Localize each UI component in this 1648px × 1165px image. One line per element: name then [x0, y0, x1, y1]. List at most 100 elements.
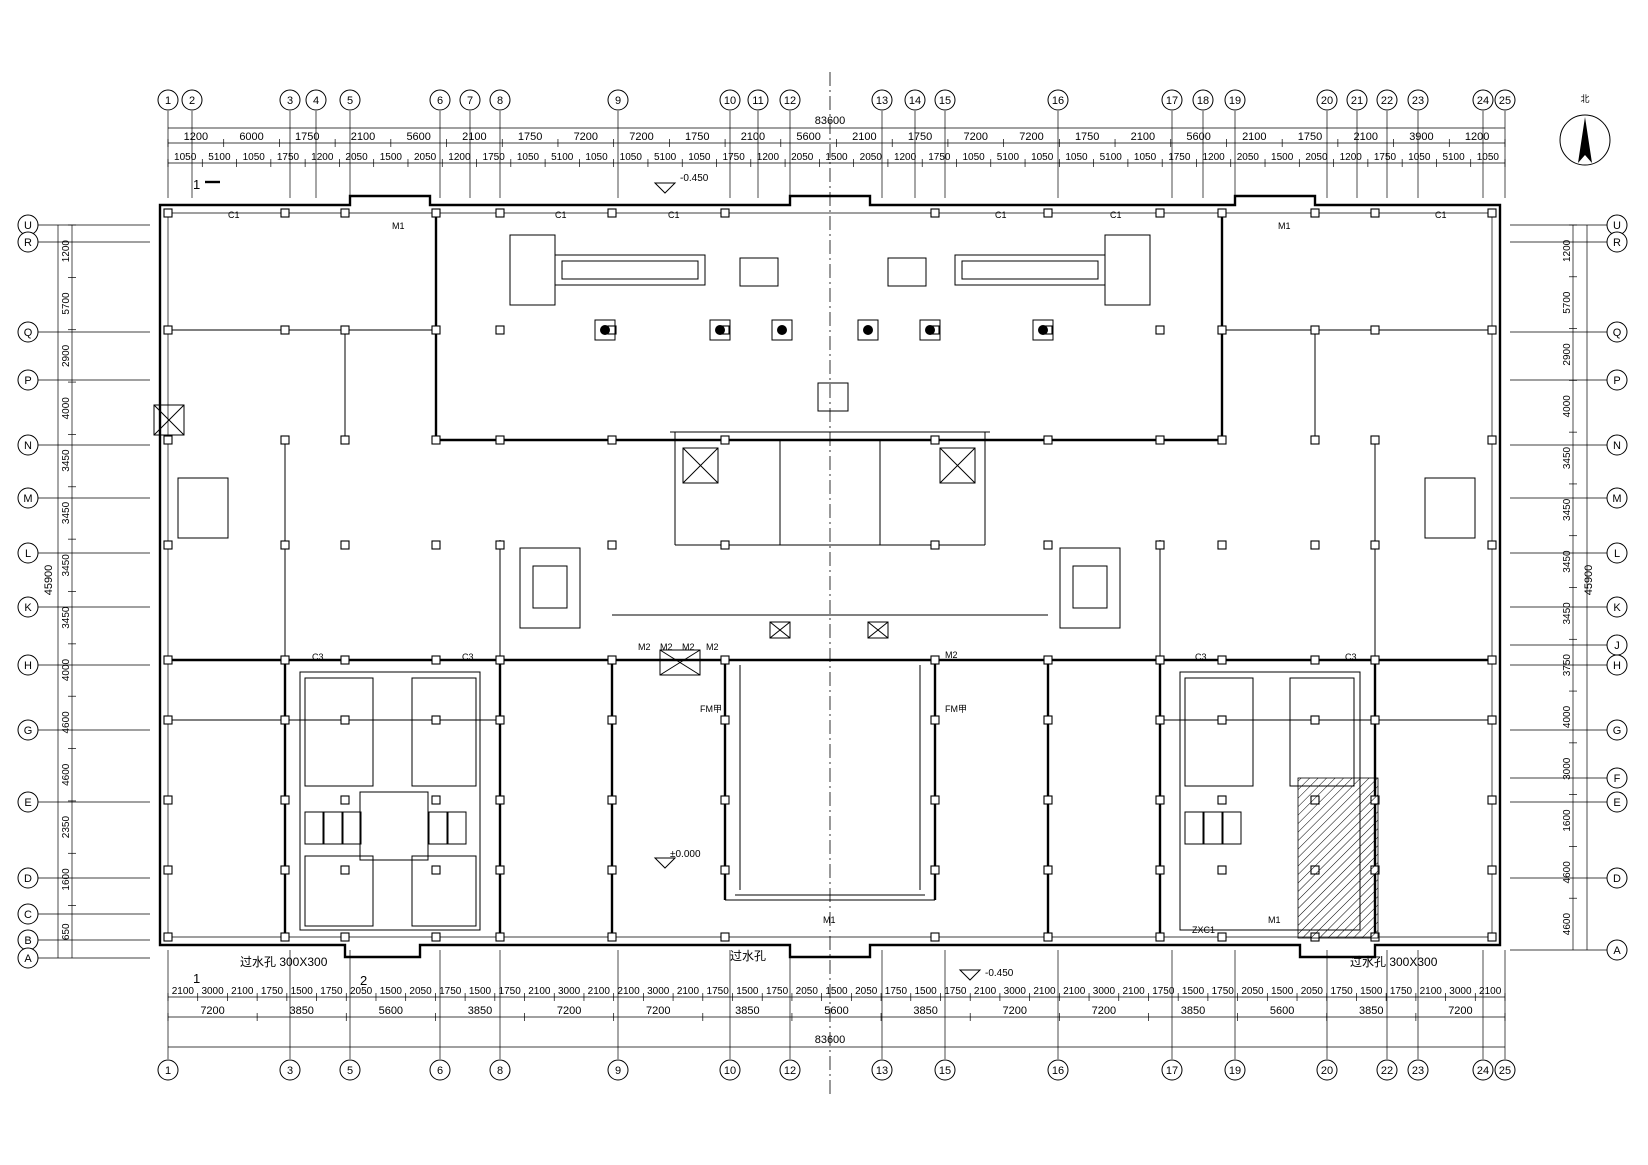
column-10-3	[1217, 540, 1227, 550]
dim-right-label-7: 3450	[1562, 602, 1573, 625]
dim-bottom-1-label-29: 2100	[1033, 986, 1056, 997]
lobby-pillar-core-3	[863, 325, 873, 335]
axis-bottom-20: 20	[1316, 1059, 1338, 1081]
axis-top-23-circle	[1407, 89, 1429, 111]
column-8-0	[1043, 208, 1053, 218]
column-4-5	[495, 715, 505, 725]
column-3-1	[431, 325, 441, 335]
door-m2-a: M2	[638, 642, 651, 652]
axis-top-8-circle	[489, 89, 511, 111]
dim-bottom-1-label-36: 2050	[1241, 986, 1264, 997]
axis-left-A: A	[17, 947, 39, 969]
axis-top-12-circle	[779, 89, 801, 111]
dim-bottom-1-label-39: 1750	[1330, 986, 1353, 997]
axis-bottom-3-circle	[279, 1059, 301, 1081]
axis-left-P: P	[17, 369, 39, 391]
axis-bottom-25-circle	[1494, 1059, 1516, 1081]
dim-bottom-1-label-12: 2100	[528, 986, 551, 997]
column-0-4	[163, 655, 173, 665]
lobby-pillar-core-5	[1038, 325, 1048, 335]
door-m2-c: M2	[682, 642, 695, 652]
axis-top-12-label: 12	[784, 95, 796, 107]
axis-bottom-12-circle	[779, 1059, 801, 1081]
axis-top-10-circle	[719, 89, 741, 111]
column-10-6	[1217, 795, 1227, 805]
axis-top-4-label: 4	[313, 95, 319, 107]
column-0-6	[163, 795, 173, 805]
column-3-2	[431, 435, 441, 445]
column-6-0	[720, 208, 730, 218]
window-c3-b: C3	[462, 652, 474, 662]
axis-top-15-circle	[934, 89, 956, 111]
dim-bottom-1-label-37: 1500	[1271, 986, 1294, 997]
window-c3-d: C3	[1345, 652, 1357, 662]
axis-right-J: J	[1606, 634, 1628, 656]
axis-bottom-20-circle	[1316, 1059, 1338, 1081]
column-13-1	[1487, 325, 1497, 335]
dim-right-label-2: 2900	[1562, 343, 1573, 366]
column-8-2	[1043, 435, 1053, 445]
dim-right-label-10: 3000	[1562, 757, 1573, 780]
dim-top-1-label-7: 7200	[574, 131, 598, 143]
column-1-3	[280, 540, 290, 550]
lobby-pillar-1	[709, 319, 731, 341]
dim-right-label-5: 3450	[1562, 498, 1573, 521]
column-6-5	[720, 715, 730, 725]
dim-top-1-label-8: 7200	[629, 131, 653, 143]
lobby-pillar-5	[1032, 319, 1054, 341]
axis-top-7: 7	[459, 89, 481, 111]
dim-bottom-2-label-4: 7200	[557, 1005, 581, 1017]
column-13-6	[1487, 795, 1497, 805]
dim-bottom-2-label-9: 7200	[1003, 1005, 1027, 1017]
dim-bottom-2-label-3: 3850	[468, 1005, 492, 1017]
axis-top-1: 1	[157, 89, 179, 111]
axis-bottom-22-label: 22	[1381, 1065, 1393, 1077]
axis-top-20: 20	[1316, 89, 1338, 111]
axis-top-3-circle	[279, 89, 301, 111]
axis-left-D-label: D	[24, 873, 32, 885]
dim-bottom-1-label-27: 2100	[974, 986, 997, 997]
axis-left-R-label: R	[24, 237, 32, 249]
dim-left-label-6: 3450	[61, 554, 72, 577]
column-13-8	[1487, 932, 1497, 942]
elevation-top: -0.450	[680, 173, 709, 184]
dim-top-1-label-3: 2100	[351, 131, 375, 143]
dim-bottom-1-label-22: 1500	[825, 986, 848, 997]
axis-bottom-5-label: 5	[347, 1065, 353, 1077]
axis-top-6-label: 6	[437, 95, 443, 107]
dim-bottom-1-label-24: 1750	[885, 986, 908, 997]
axis-bottom-12: 12	[779, 1059, 801, 1081]
dim-bottom-1-label-20: 1750	[766, 986, 789, 997]
column-7-8	[930, 932, 940, 942]
column-11-1	[1310, 325, 1320, 335]
dim-left-label-4: 3450	[61, 449, 72, 472]
column-13-4	[1487, 655, 1497, 665]
door-m1-right: M1	[1278, 221, 1291, 231]
axis-left-C: C	[17, 903, 39, 925]
axis-top-15: 15	[934, 89, 956, 111]
column-6-7	[720, 865, 730, 875]
dim-top-2-label-3: 1750	[277, 152, 300, 163]
dim-left-label-13: 650	[61, 923, 72, 940]
column-13-5	[1487, 715, 1497, 725]
axis-top-10-label: 10	[724, 95, 736, 107]
column-3-6	[431, 795, 441, 805]
lobby-top-features	[509, 234, 1151, 629]
axis-right-L: L	[1606, 542, 1628, 564]
axis-bottom-9-circle	[607, 1059, 629, 1081]
lobby-pillar-core-2	[777, 325, 787, 335]
lobby-pillar-core-4	[925, 325, 935, 335]
column-0-8	[163, 932, 173, 942]
dim-bottom-1-label-18: 1750	[707, 986, 730, 997]
dim-top-2-label-8: 1200	[448, 152, 471, 163]
axis-left-G-label: G	[24, 725, 33, 737]
column-4-3	[495, 540, 505, 550]
dim-top-2-label-15: 1050	[688, 152, 711, 163]
structural-columns	[163, 208, 1497, 942]
axis-top-18-circle	[1192, 89, 1214, 111]
column-2-2	[340, 435, 350, 445]
axis-top-2-label: 2	[189, 95, 195, 107]
